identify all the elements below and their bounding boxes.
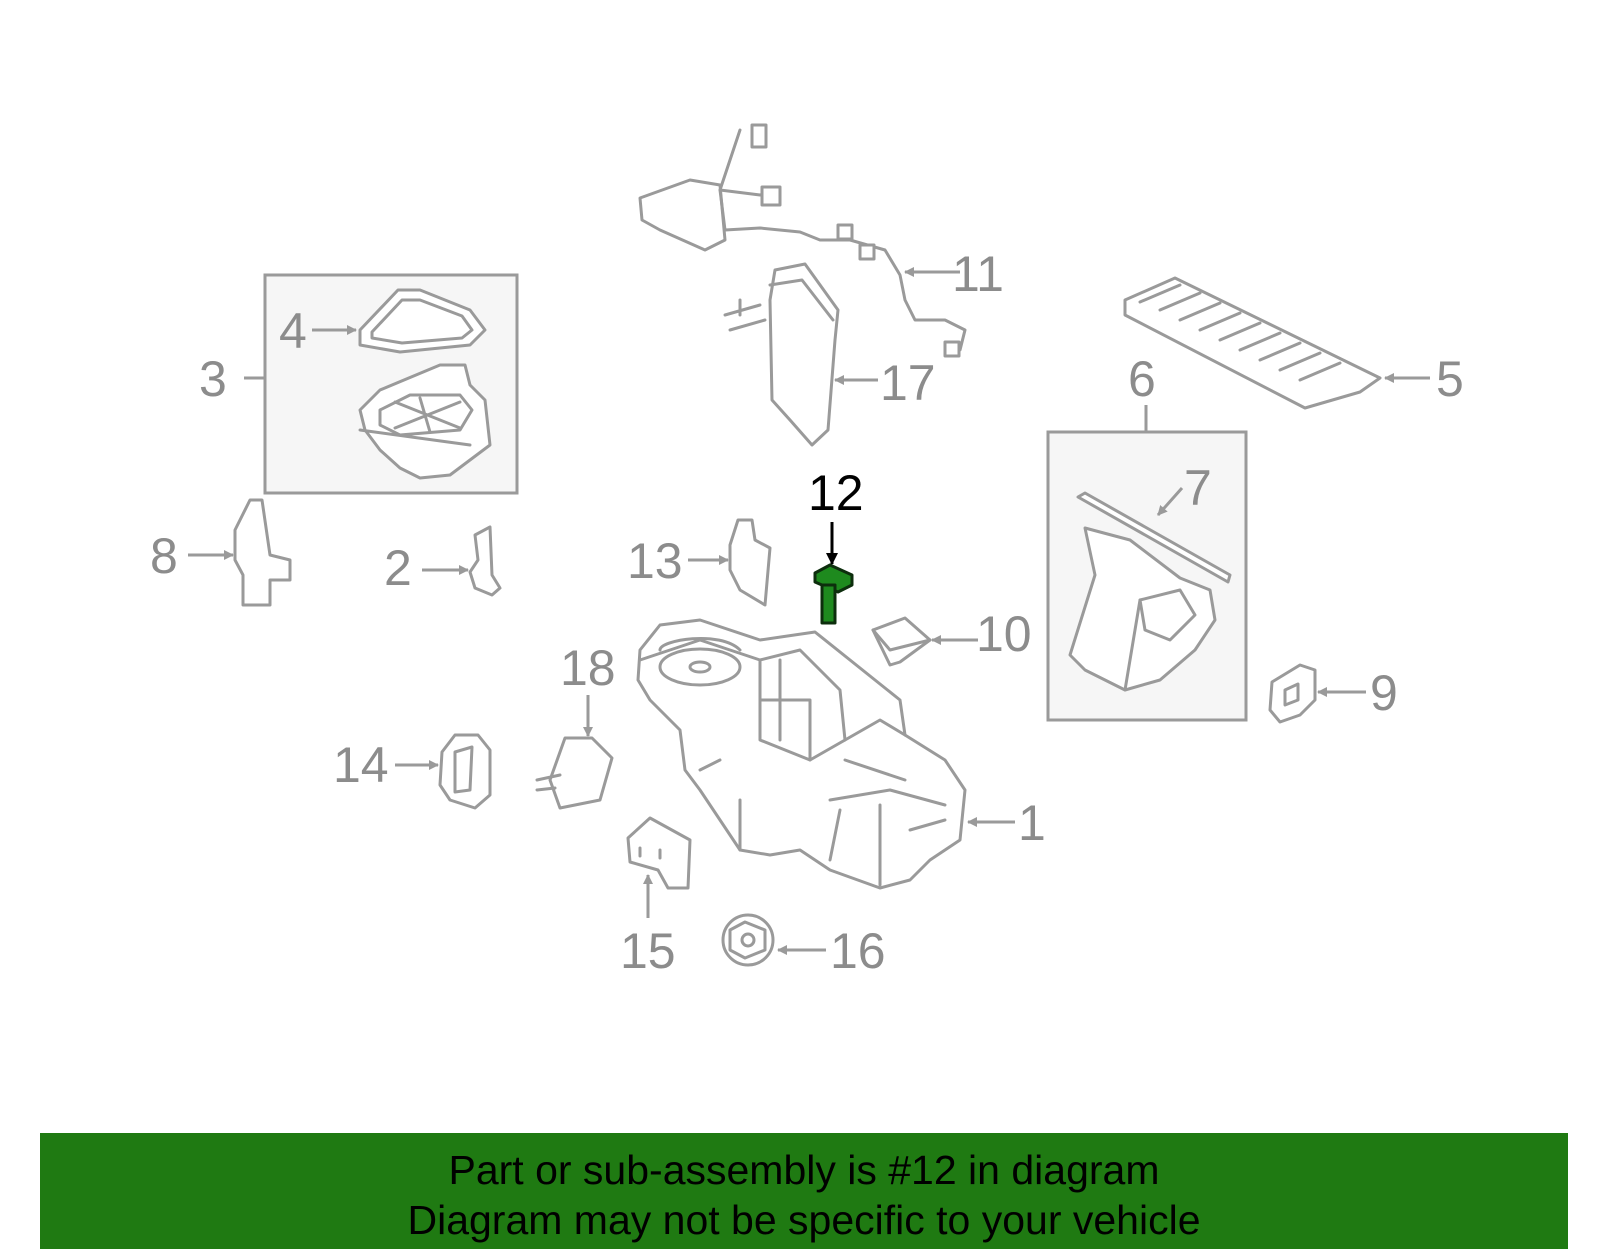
part-9-sensor[interactable] bbox=[1268, 663, 1317, 724]
part-6-housing[interactable] bbox=[1068, 526, 1217, 692]
part-14-door-motor[interactable] bbox=[438, 733, 492, 810]
part-7-seal[interactable] bbox=[1076, 491, 1232, 584]
part-5-cabin-filter[interactable] bbox=[1123, 276, 1382, 410]
part-1-hvac-case[interactable] bbox=[636, 618, 967, 890]
callout-2: 2 bbox=[384, 540, 412, 596]
callout-14: 14 bbox=[333, 737, 389, 793]
callout-7: 7 bbox=[1184, 460, 1212, 516]
part-18-resistor[interactable] bbox=[535, 736, 614, 810]
callout-12: 12 bbox=[808, 465, 864, 521]
part-12-highlighted[interactable] bbox=[813, 563, 854, 625]
part-15-bracket[interactable] bbox=[626, 816, 692, 890]
part-4-blower-seal[interactable] bbox=[358, 288, 487, 354]
callout-17: 17 bbox=[880, 355, 936, 411]
callout-3: 3 bbox=[199, 351, 227, 407]
callout-13: 13 bbox=[627, 533, 683, 589]
part-8-bracket[interactable] bbox=[233, 498, 292, 607]
part-10-filter[interactable] bbox=[871, 616, 932, 667]
callout-15: 15 bbox=[620, 923, 676, 979]
callout-18: 18 bbox=[560, 640, 616, 696]
banner-line-1: Part or sub-assembly is #12 in diagram bbox=[448, 1147, 1160, 1193]
callout-10: 10 bbox=[976, 606, 1032, 662]
banner-line-2: Diagram may not be specific to your vehi… bbox=[407, 1197, 1201, 1243]
callout-16: 16 bbox=[830, 923, 886, 979]
part-13-actuator[interactable] bbox=[728, 518, 772, 607]
callout-11: 11 bbox=[952, 246, 1004, 302]
callout-4: 4 bbox=[279, 303, 307, 359]
part-16-actuator-motor[interactable] bbox=[721, 913, 775, 967]
callout-8: 8 bbox=[150, 528, 178, 584]
callout-6: 6 bbox=[1128, 351, 1156, 407]
info-banner: Part or sub-assembly is #12 in diagram D… bbox=[40, 1133, 1568, 1249]
callout-5: 5 bbox=[1436, 351, 1464, 407]
part-11-wiring-harness[interactable] bbox=[638, 123, 967, 358]
part-2-clip[interactable] bbox=[468, 525, 502, 597]
part-17-heater-core[interactable] bbox=[723, 262, 840, 447]
part-3-blower-housing[interactable] bbox=[358, 363, 492, 480]
callout-1: 1 bbox=[1018, 795, 1046, 851]
callout-9: 9 bbox=[1370, 665, 1398, 721]
leader-lines bbox=[188, 267, 1430, 955]
